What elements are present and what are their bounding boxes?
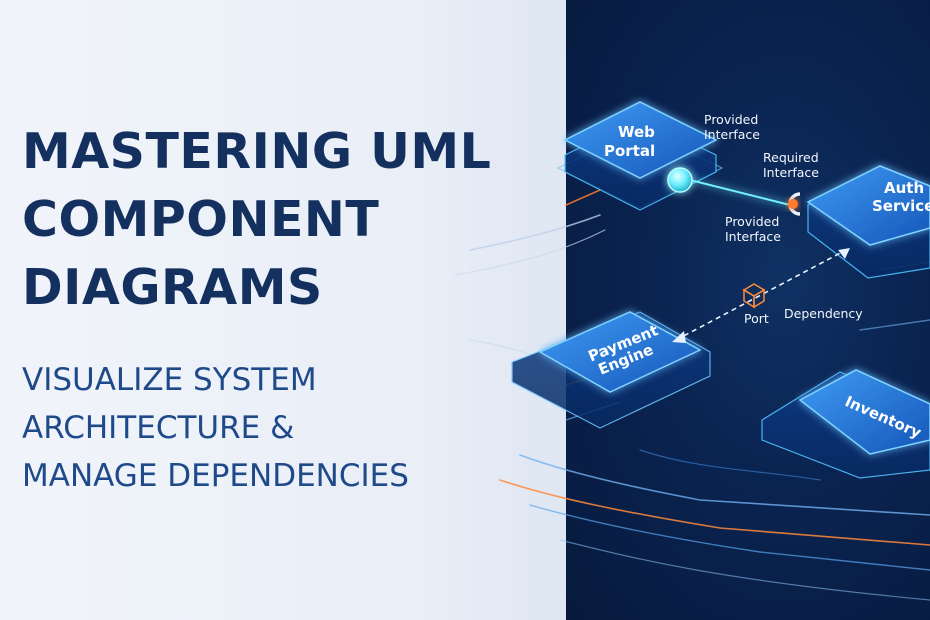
component-payment-engine[interactable]: Payment Engine	[511, 311, 711, 429]
web-portal-label-2: Portal	[604, 142, 655, 160]
label-port: Port	[744, 311, 769, 326]
subtitle-line-2: ARCHITECTURE &	[22, 410, 295, 446]
label-provided-interface-bottom-2: Interface	[725, 229, 781, 244]
subtitle: VISUALIZE SYSTEM ARCHITECTURE & MANAGE D…	[22, 356, 542, 500]
label-required-interface-2: Interface	[763, 165, 819, 180]
dependency-arrow	[672, 248, 850, 343]
component-inventory[interactable]: Inventory	[761, 369, 930, 479]
web-portal-label-1: Web	[618, 123, 655, 141]
label-dependency: Dependency	[784, 306, 863, 321]
arrowhead-right-icon	[838, 248, 850, 259]
label-provided-interface-top-1: Provided	[704, 112, 758, 127]
interface-connection	[667, 167, 801, 216]
label-provided-interface-bottom-1: Provided	[725, 214, 779, 229]
subtitle-line-1: VISUALIZE SYSTEM	[22, 362, 317, 398]
component-auth-service[interactable]: Auth Service	[806, 165, 930, 279]
label-required-interface-1: Required	[763, 150, 819, 165]
dark-diagram-panel	[566, 0, 930, 620]
socket-accent-dot	[788, 199, 798, 209]
main-title: MASTERING UML COMPONENT DIAGRAMS	[22, 118, 542, 322]
title-line-3: DIAGRAMS	[22, 259, 323, 316]
auth-service-label-1: Auth	[884, 179, 924, 197]
provided-interface-ball-icon	[667, 167, 693, 193]
title-line-1: MASTERING UML	[22, 123, 492, 180]
arrowhead-left-icon	[672, 331, 686, 343]
port-cube-icon	[742, 283, 766, 309]
subtitle-line-3: MANAGE DEPENDENCIES	[22, 458, 409, 494]
auth-service-label-2: Service	[872, 197, 930, 215]
label-provided-interface-top-2: Interface	[704, 127, 760, 142]
title-line-2: COMPONENT	[22, 191, 380, 248]
component-web-portal[interactable]: Web Portal	[556, 101, 724, 211]
